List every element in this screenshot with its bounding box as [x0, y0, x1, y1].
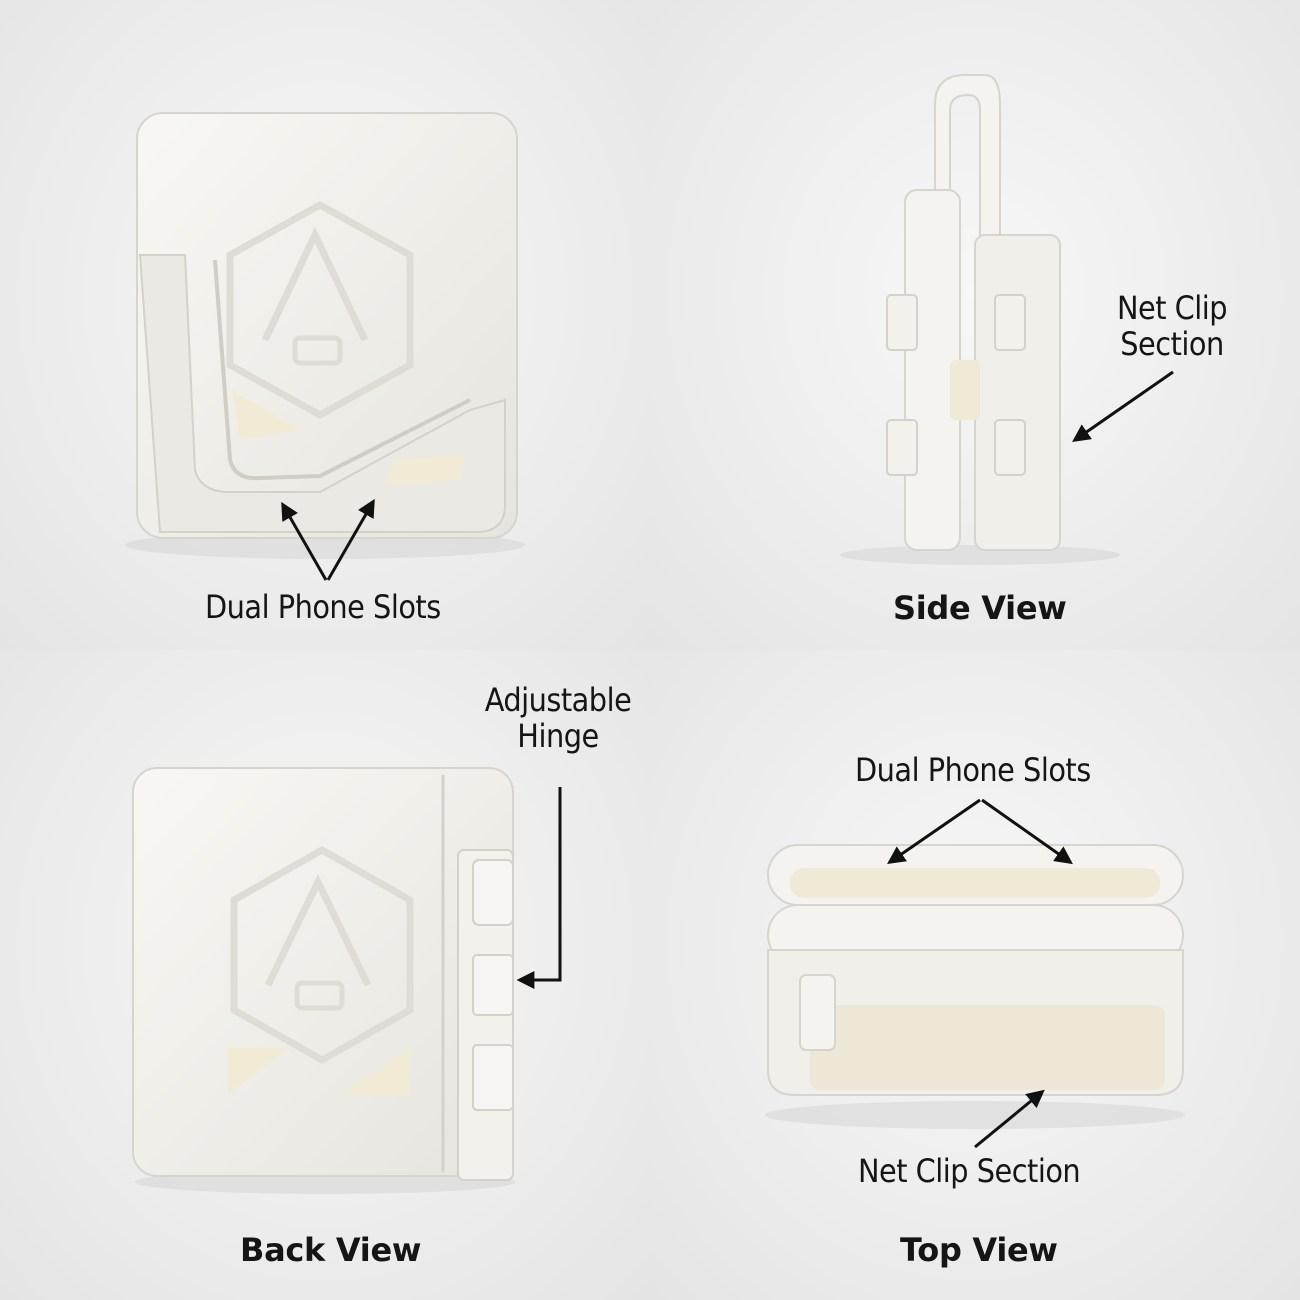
back-view-illustration [132, 767, 562, 1194]
net-clip-section-label: Net Clip Section [858, 1152, 1081, 1190]
front-view-illustration [125, 112, 525, 581]
net-clip-label-line2: Section [1120, 325, 1224, 363]
dual-phone-slots-label: Dual Phone Slots [205, 588, 441, 626]
top-view-title: Top View [900, 1231, 1058, 1269]
net-clip-label-line1: Net Clip [1116, 289, 1228, 327]
top-view-panel: Dual Phone Slots Net Clip Section Top Vi… [650, 650, 1300, 1300]
adjustable-hinge-label-line2: Hinge [517, 717, 599, 755]
side-view-title: Side View [893, 589, 1067, 627]
back-view-panel: Adjustable Hinge Back View [0, 650, 650, 1300]
back-view-title: Back View [240, 1231, 422, 1269]
front-view-panel: Dual Phone Slots [0, 0, 650, 650]
top-view-illustration [765, 798, 1185, 1149]
dual-phone-slots-top-label: Dual Phone Slots [855, 751, 1091, 789]
side-view-panel: Net Clip Section Side View [650, 0, 1300, 650]
adjustable-hinge-label-line1: Adjustable [484, 681, 632, 719]
side-view-illustration [840, 74, 1174, 565]
